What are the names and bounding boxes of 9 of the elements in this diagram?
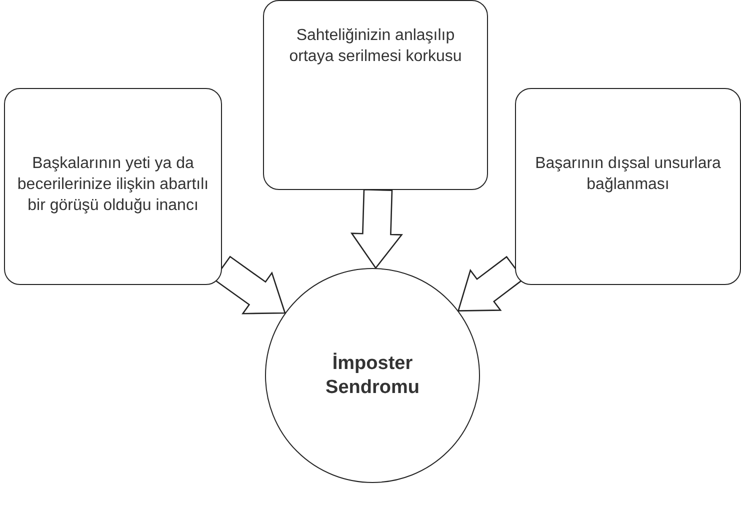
callout-box — [515, 88, 741, 285]
node-text: İmposter Sendromu — [324, 352, 420, 400]
callout-box — [263, 0, 488, 190]
node-text: Başarının dışsal unsurlara bağlanması — [534, 154, 722, 195]
callout-box — [4, 88, 222, 285]
block-arrow — [213, 256, 286, 314]
block-arrow — [350, 188, 403, 270]
node-text: Başkalarının yeti ya da becerilerinize ilişkin abartılı bir görüşü olduğu inancı — [17, 154, 209, 216]
node-text: Sahteliğinizin anlaşılıp ortaya serilmesi korkusu — [288, 26, 463, 67]
